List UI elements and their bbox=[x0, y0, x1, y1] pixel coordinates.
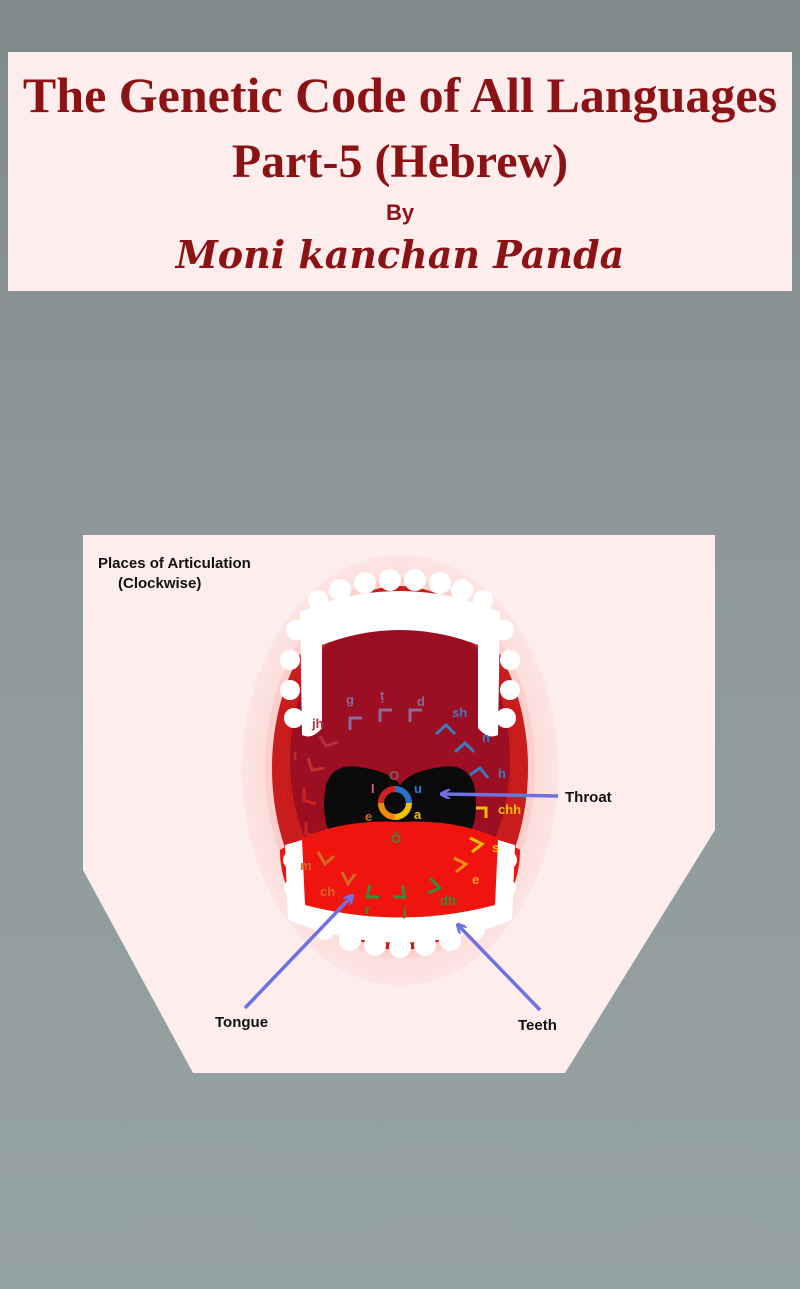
phoneme-label: dh bbox=[440, 893, 456, 908]
phoneme-label: h bbox=[498, 766, 506, 781]
book-title: The Genetic Code of All Languages bbox=[22, 67, 778, 123]
phoneme-label: g bbox=[346, 692, 354, 707]
vowel-labels: O I u e a Ô bbox=[365, 768, 422, 846]
vowel-e: e bbox=[365, 809, 372, 824]
diagram-heading: Places of Articulation bbox=[98, 555, 251, 572]
tongue-label: Tongue bbox=[215, 1014, 268, 1031]
phoneme-label: j bbox=[402, 904, 407, 919]
phoneme-label: n bbox=[482, 730, 490, 745]
vowel-u: u bbox=[414, 781, 422, 796]
teeth-arrow bbox=[458, 925, 542, 1012]
vowel-o: O bbox=[389, 768, 399, 783]
upper-teeth bbox=[300, 591, 500, 737]
phoneme-label: sh bbox=[452, 705, 467, 720]
mouth-illustration bbox=[242, 555, 558, 985]
phoneme-label: s bbox=[492, 840, 499, 855]
throat-label: Throat bbox=[565, 789, 612, 806]
author-name: Moni kanchan Panda bbox=[175, 232, 625, 277]
vowel-o-hat: Ô bbox=[391, 831, 401, 846]
tongue-arrow bbox=[243, 896, 352, 1010]
phoneme-label: jh bbox=[311, 716, 324, 731]
book-subtitle: Part-5 (Hebrew) bbox=[231, 135, 569, 188]
vowel-i: I bbox=[371, 781, 375, 796]
teeth-label: Teeth bbox=[518, 1017, 557, 1034]
phoneme-label: ch bbox=[320, 884, 335, 899]
phoneme-label: d bbox=[417, 694, 425, 709]
phoneme-label: e bbox=[472, 872, 479, 887]
phoneme-label: r bbox=[365, 902, 370, 917]
by-label: By bbox=[385, 200, 415, 225]
phoneme-label: ṭ bbox=[380, 688, 385, 703]
phoneme-markers bbox=[302, 708, 490, 899]
phoneme-label: t bbox=[293, 748, 298, 763]
phoneme-labels: g ṭ d sh n h chh s e dh j r ch m n p t j… bbox=[282, 688, 521, 919]
pointer-arrows bbox=[243, 794, 559, 1012]
phoneme-label: chh bbox=[498, 802, 521, 817]
lower-teeth bbox=[285, 840, 515, 943]
phoneme-label: m bbox=[300, 858, 312, 873]
phoneme-label: p bbox=[282, 786, 290, 801]
title-panel: The Genetic Code of All Languages Part-5… bbox=[8, 52, 792, 291]
vowel-a: a bbox=[414, 807, 422, 822]
throat-arrow bbox=[442, 794, 559, 796]
phoneme-label: n bbox=[286, 825, 294, 840]
diagram-heading-sub: (Clockwise) bbox=[118, 575, 201, 592]
